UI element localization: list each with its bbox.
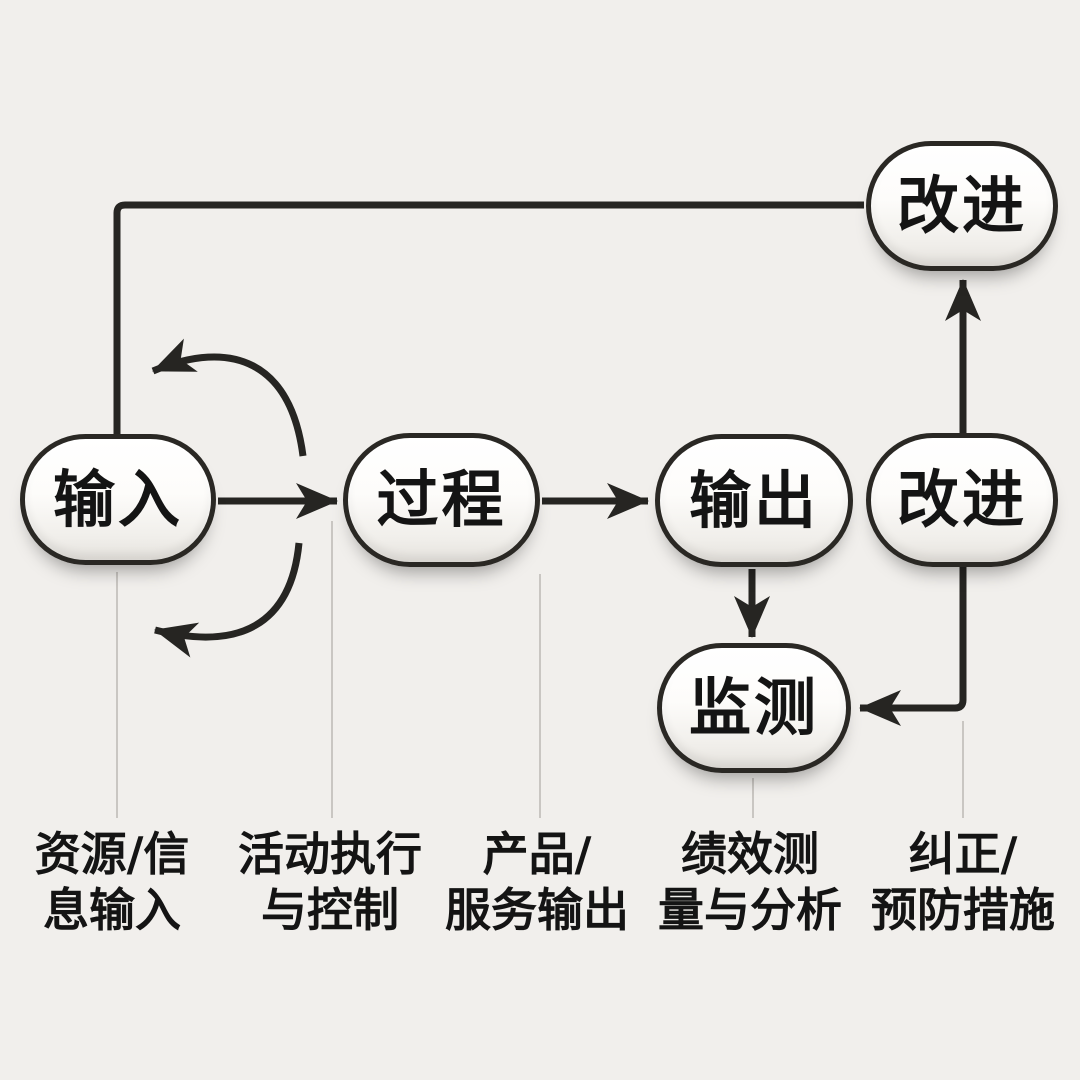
- arrow-improve-right-to-monitor: [859, 567, 967, 726]
- caption-product-service-output: 产品/ 服务输出: [445, 826, 629, 938]
- caption-line: 服务输出: [445, 883, 629, 937]
- caption-activity-control: 活动执行 与控制: [238, 826, 422, 938]
- caption-performance-measure-analysis: 绩效测 量与分析: [658, 826, 842, 938]
- caption-line: 活动执行: [238, 827, 422, 881]
- caption-line: 与控制: [261, 883, 399, 937]
- caption-corrective-preventive-measures: 纠正/ 预防措施: [871, 826, 1055, 938]
- caption-line: 息输入: [43, 883, 181, 937]
- node-input: 输入: [20, 434, 216, 565]
- caption-line: 产品/: [482, 827, 592, 881]
- caption-line: 资源/信: [34, 827, 190, 881]
- caption-line: 纠正/: [908, 827, 1018, 881]
- node-monitor: 监测: [657, 643, 851, 773]
- feedback-line-input-to-improve-top: [113, 201, 864, 436]
- caption-line: 量与分析: [658, 883, 842, 937]
- curved-arrow-upper-feedback: [151, 338, 307, 457]
- caption-line: 预防措施: [871, 883, 1055, 937]
- node-improve-top: 改进: [866, 141, 1058, 271]
- node-output: 输出: [655, 434, 853, 567]
- caption-resources-input: 资源/信 息输入: [35, 826, 190, 938]
- caption-line: 绩效测: [681, 827, 819, 881]
- node-improve-right: 改进: [866, 433, 1058, 567]
- curved-arrow-lower-feedback: [154, 542, 303, 658]
- node-process: 过程: [343, 433, 540, 567]
